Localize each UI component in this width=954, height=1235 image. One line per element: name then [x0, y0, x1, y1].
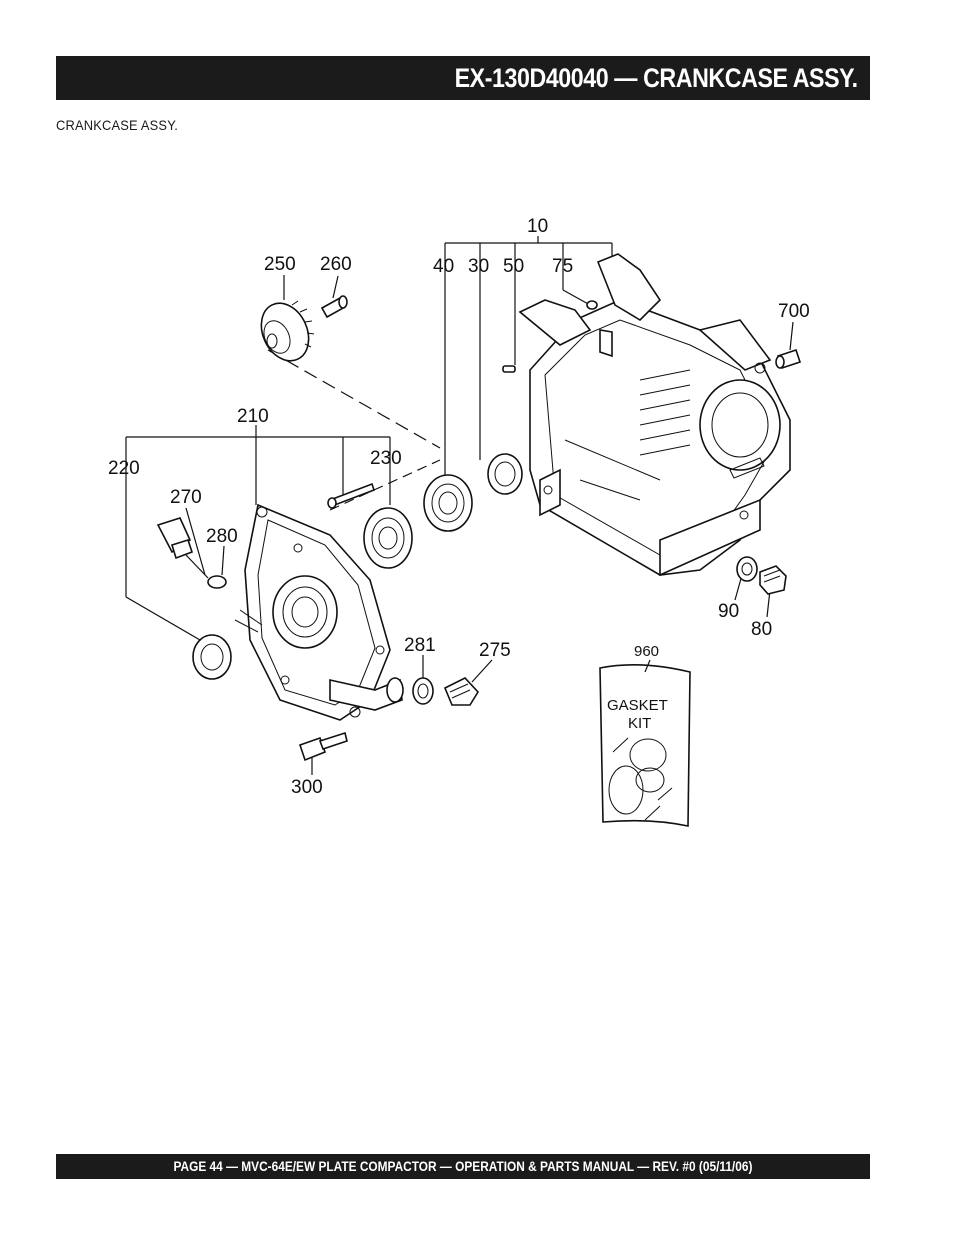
- footer-text: PAGE 44 — MVC-64E/EW PLATE COMPACTOR — O…: [173, 1159, 753, 1174]
- part-label-960: 960: [634, 643, 659, 660]
- washer-90: [736, 556, 758, 582]
- alignment-dash-line: [267, 349, 441, 449]
- bearing-230: [363, 507, 413, 569]
- part-label-220: 220: [108, 458, 140, 479]
- part-label-80: 80: [751, 619, 772, 640]
- part-label-270: 270: [170, 487, 202, 508]
- part-label-30: 30: [468, 256, 489, 277]
- governor-gear-250: [260, 300, 315, 362]
- washer-281: [412, 677, 434, 705]
- governor-shaft: [327, 482, 376, 509]
- o-ring-280: [207, 575, 227, 589]
- dowel-pin-50: [502, 365, 516, 373]
- gasket-kit-label-line2: KIT: [628, 715, 651, 732]
- part-label-40: 40: [433, 256, 454, 277]
- part-label-90: 90: [718, 601, 739, 622]
- oil-filler-plug-275: [443, 677, 480, 706]
- oil-seal-30: [487, 453, 523, 495]
- bracket-10: [444, 236, 613, 480]
- oil-seal-220: [192, 634, 232, 680]
- part-label-275: 275: [479, 640, 511, 661]
- part-label-50: 50: [503, 256, 524, 277]
- part-label-250: 250: [264, 254, 296, 275]
- part-label-280: 280: [206, 526, 238, 547]
- gasket-kit-label-line1: GASKET: [607, 697, 668, 714]
- plug-75: [586, 300, 598, 310]
- gasket-kit-960: GASKET KIT: [599, 659, 691, 827]
- oil-sensor-270: [156, 517, 209, 579]
- bolt-300: [298, 731, 348, 762]
- part-label-230: 230: [370, 448, 402, 469]
- governor-sleeve-260: [320, 295, 348, 319]
- title-bar: EX-130D40040 — CRANKCASE ASSY.: [56, 56, 870, 100]
- section-subtitle: CRANKCASE ASSY.: [56, 117, 179, 133]
- footer-bar: PAGE 44 — MVC-64E/EW PLATE COMPACTOR — O…: [56, 1154, 870, 1179]
- page-title: EX-130D40040 — CRANKCASE ASSY.: [454, 62, 859, 93]
- bracket-210: [125, 425, 391, 641]
- drain-plug-80: [759, 565, 787, 595]
- part-label-300: 300: [291, 777, 323, 798]
- crankcase-body-10: [518, 253, 791, 577]
- part-label-281: 281: [404, 635, 436, 656]
- dowel-700: [775, 348, 802, 370]
- crankcase-cover-210: [234, 503, 404, 721]
- part-label-260: 260: [320, 254, 352, 275]
- part-label-700: 700: [778, 301, 810, 322]
- part-label-210: 210: [237, 406, 269, 427]
- part-label-10: 10: [527, 216, 548, 237]
- bearing-40: [423, 474, 473, 532]
